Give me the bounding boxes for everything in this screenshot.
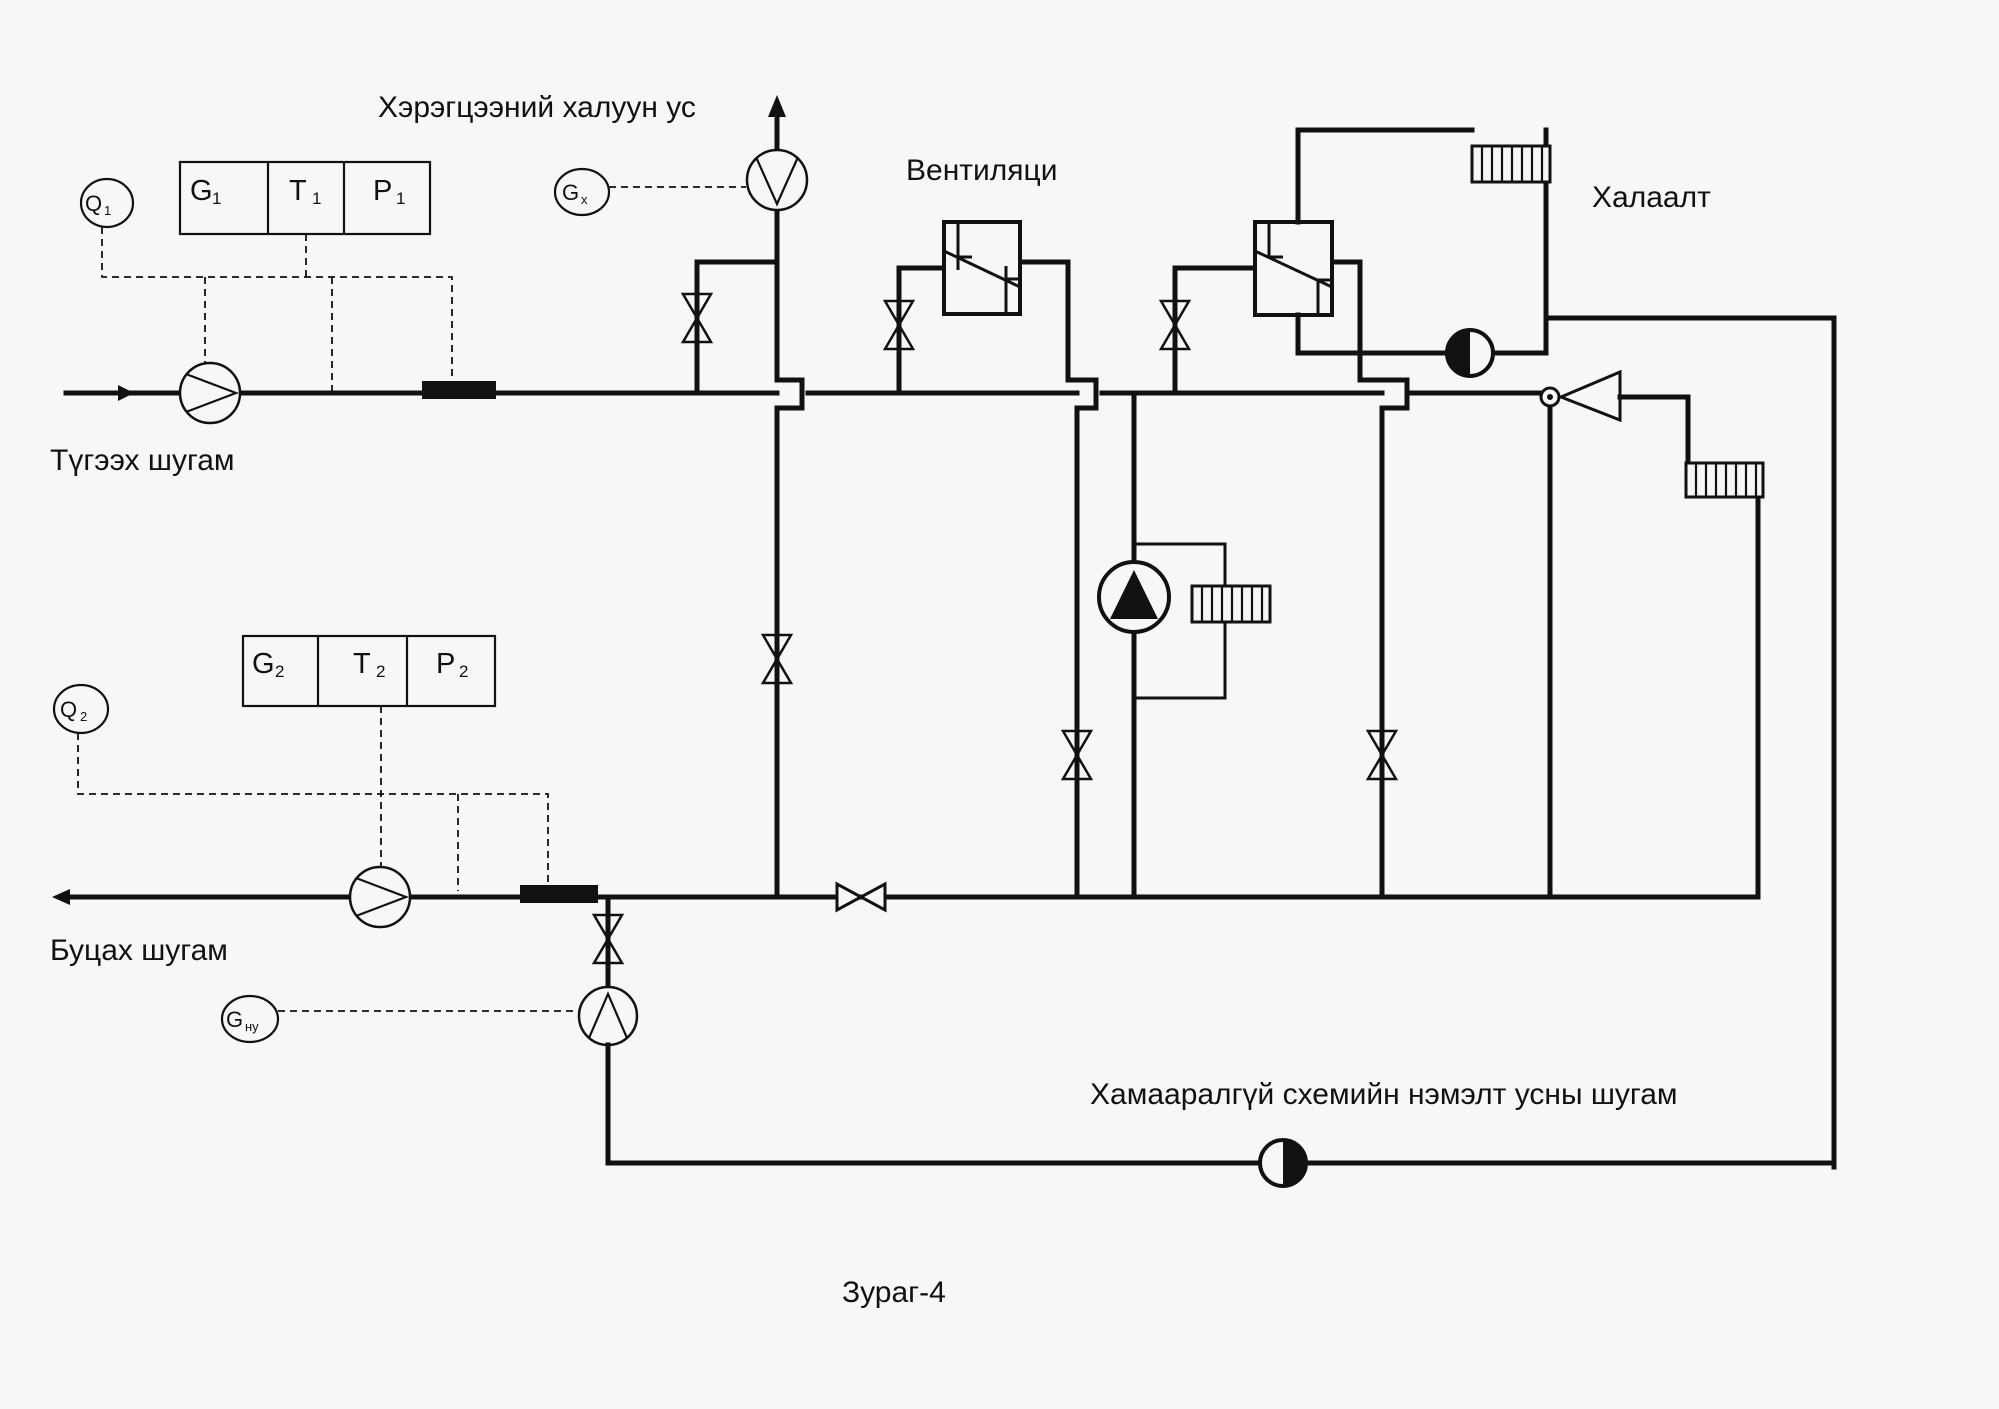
supply-signal-lines xyxy=(101,227,453,391)
q1-heat-calculator: Q 1 xyxy=(79,177,135,229)
jet-pump-icon xyxy=(1557,369,1622,423)
gnu-label: G xyxy=(226,1007,243,1032)
ventilation-label: Вентиляци xyxy=(906,154,1057,187)
supply-g-sub: 1 xyxy=(212,189,221,208)
supply-p-sub: 1 xyxy=(396,189,405,208)
supply-flow-arrow-icon xyxy=(118,385,134,401)
supply-flow-meter xyxy=(178,361,242,425)
hot-water-outlet-arrow-icon xyxy=(768,95,786,117)
return-flow-arrow-icon xyxy=(52,889,70,905)
middle-circulation-loop xyxy=(1097,390,1272,900)
gnu-sub: ну xyxy=(245,1019,259,1034)
return-pipeline xyxy=(52,889,1761,905)
heating-branch xyxy=(1159,127,1837,1170)
heating-label: Халаалт xyxy=(1592,181,1711,214)
heating-pump-icon xyxy=(1447,330,1470,376)
q1-label: Q xyxy=(85,191,102,216)
supply-g-label: G xyxy=(190,175,213,207)
heating-pump xyxy=(1445,328,1495,378)
return-line-label: Буцах шугам xyxy=(50,934,228,967)
makeup-line-label: Хамааралгүй схемийн нэмэлт усны шугам xyxy=(1090,1078,1678,1111)
gnu-flow-instrument: G ну xyxy=(220,994,579,1044)
heating-radiator xyxy=(1470,144,1552,184)
q2-heat-calculator: Q 2 xyxy=(52,683,110,735)
return-g-sub: 2 xyxy=(275,662,284,681)
return-p-label: P xyxy=(436,648,455,680)
heating-heat-exchanger xyxy=(1253,220,1334,317)
makeup-water-line xyxy=(577,894,1837,1188)
ventilation-branch xyxy=(883,220,1099,900)
q1-sub: 1 xyxy=(104,203,111,218)
supply-t-sub: 1 xyxy=(312,189,321,208)
elevator-branch xyxy=(1539,369,1765,900)
return-p-sub: 2 xyxy=(459,662,468,681)
hot-water-label: Хэрэгцээний халуун ус xyxy=(378,91,696,124)
supply-line-label: Түгээх шугам xyxy=(50,444,235,477)
middle-radiator xyxy=(1190,584,1272,624)
return-g-label: G xyxy=(252,648,275,680)
figure-caption: Зураг-4 xyxy=(842,1276,946,1309)
return-t-sub: 2 xyxy=(376,662,385,681)
elevator-radiator xyxy=(1684,461,1765,499)
supply-t-label: T xyxy=(289,175,307,207)
q2-sub: 2 xyxy=(80,709,87,724)
supply-pipeline xyxy=(63,385,1553,401)
hot-water-branch xyxy=(681,95,809,900)
circulation-pump-icon xyxy=(1110,570,1158,619)
return-heat-sensor xyxy=(520,885,598,903)
ventilation-heat-exchanger xyxy=(942,220,1022,316)
return-flow-meter xyxy=(348,865,412,929)
return-signal-lines xyxy=(77,706,549,891)
supply-p-label: P xyxy=(373,175,392,207)
makeup-pump xyxy=(1258,1138,1308,1188)
return-line-valve xyxy=(835,881,887,913)
q2-label: Q xyxy=(60,697,77,722)
gx-label: G xyxy=(562,180,579,205)
gx-sub: x xyxy=(581,192,588,207)
return-measurement-box: G 2 T 2 P 2 xyxy=(241,634,497,708)
makeup-pump-icon xyxy=(1283,1140,1306,1186)
return-t-label: T xyxy=(353,648,371,680)
supply-measurement-box: G 1 T 1 P 1 xyxy=(178,160,432,236)
supply-heat-sensor xyxy=(422,381,496,399)
gx-flow-instrument: G x xyxy=(553,167,746,217)
